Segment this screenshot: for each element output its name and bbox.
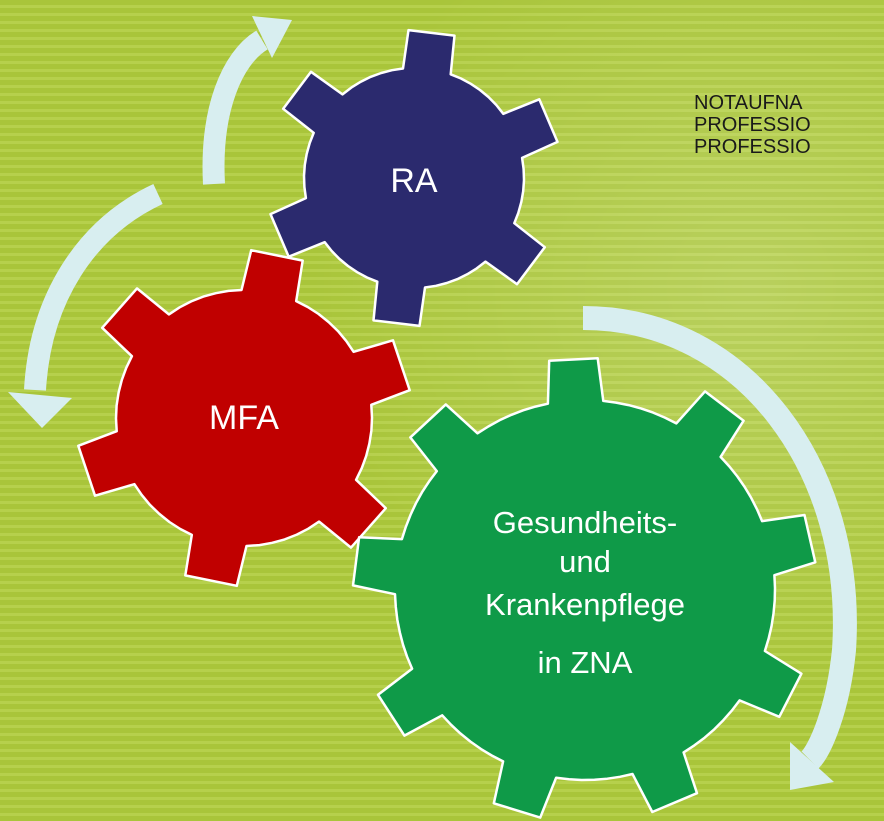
arrow-shaft-top [202, 30, 269, 185]
side-text-line-2: PROFESSIO [694, 114, 811, 136]
arrow-shaft-right [582, 306, 857, 769]
side-text-block: NOTAUFNA PROFESSIO PROFESSIO [694, 92, 884, 158]
gear-mfa-label: MFA [209, 399, 279, 437]
gear-pflege-line-2: und [559, 544, 611, 579]
arrow-head-top [252, 16, 292, 58]
arrow-shaft-left [24, 184, 163, 391]
gear-mfa [77, 248, 411, 588]
cycle-arrows [8, 16, 857, 790]
arrow-head-left [8, 392, 72, 428]
gear-pflege-line-1: Gesundheits- [493, 505, 677, 540]
side-text-line-3: PROFESSIO [694, 136, 811, 158]
gear-pflege-line-4: in ZNA [538, 645, 633, 680]
gear-ra-label: RA [390, 162, 438, 200]
gear-pflege [351, 357, 817, 819]
side-text-line-1: NOTAUFNA [694, 92, 803, 114]
gear-ra [269, 28, 559, 328]
gear-pflege-line-3: Krankenpflege [485, 587, 685, 622]
arrow-head-right [790, 742, 834, 790]
